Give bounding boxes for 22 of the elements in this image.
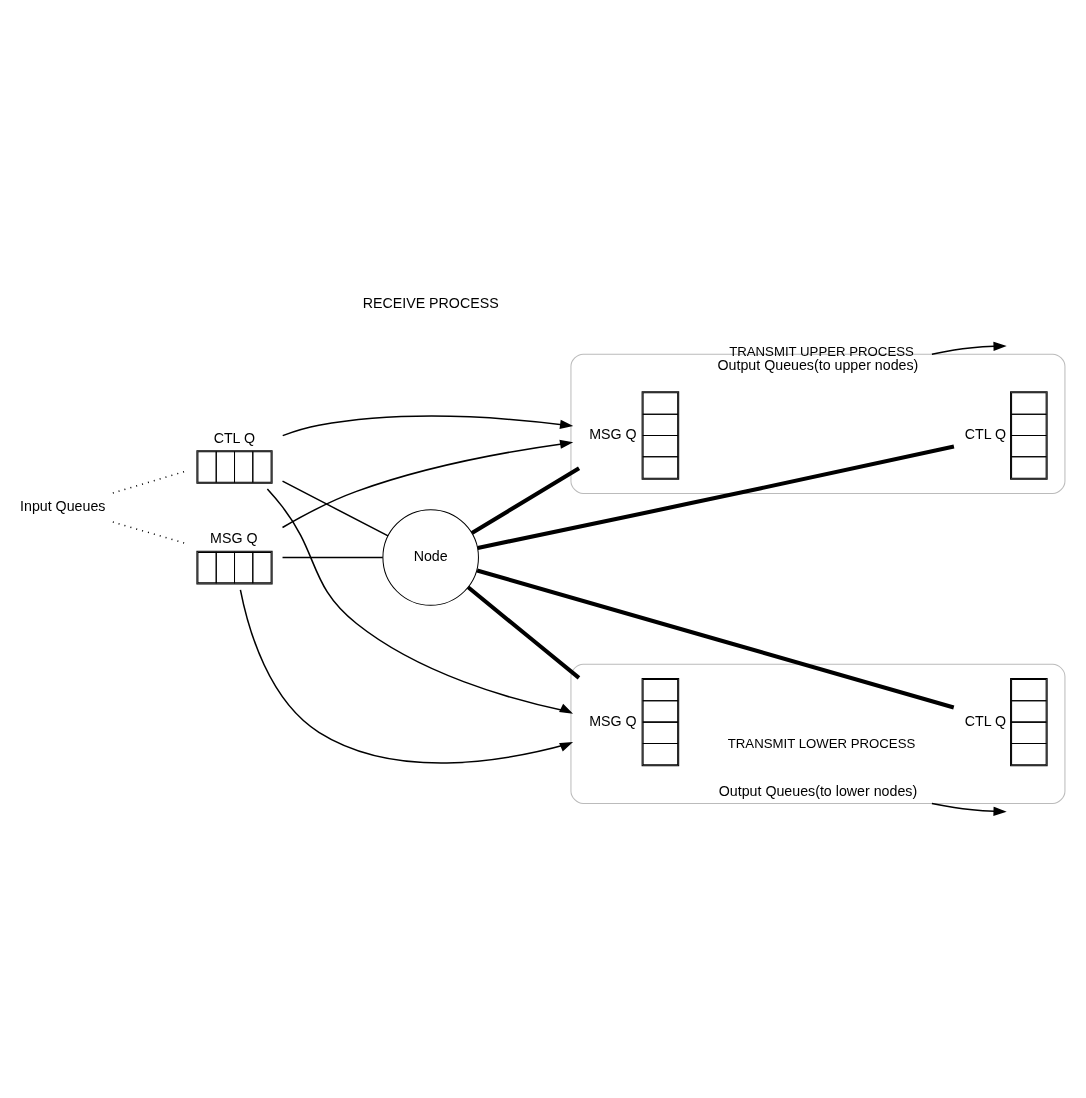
node-circle: Node bbox=[382, 509, 479, 606]
arrow bbox=[931, 341, 1007, 355]
connector bbox=[477, 444, 955, 550]
node-label: CTL Q bbox=[964, 712, 1007, 729]
label: RECEIVE PROCESS bbox=[362, 295, 499, 312]
arrow bbox=[239, 589, 574, 764]
connector bbox=[470, 466, 581, 535]
arrow bbox=[266, 488, 573, 714]
node-label: MSG Q bbox=[210, 530, 258, 547]
arrow bbox=[281, 415, 574, 437]
connector bbox=[466, 585, 581, 680]
node-label: MSG Q bbox=[589, 712, 637, 729]
node-label: CTL Q bbox=[964, 426, 1007, 443]
connector bbox=[281, 480, 389, 537]
arrow bbox=[931, 802, 1007, 816]
connector bbox=[281, 556, 384, 559]
node-text: Input Queues bbox=[20, 498, 106, 515]
arrow bbox=[281, 439, 574, 529]
connector bbox=[476, 568, 955, 710]
edge-label: TRANSMIT LOWER PROCESS bbox=[727, 735, 916, 751]
node-label: CTL Q bbox=[213, 429, 256, 446]
node-label: MSG Q bbox=[589, 426, 637, 443]
